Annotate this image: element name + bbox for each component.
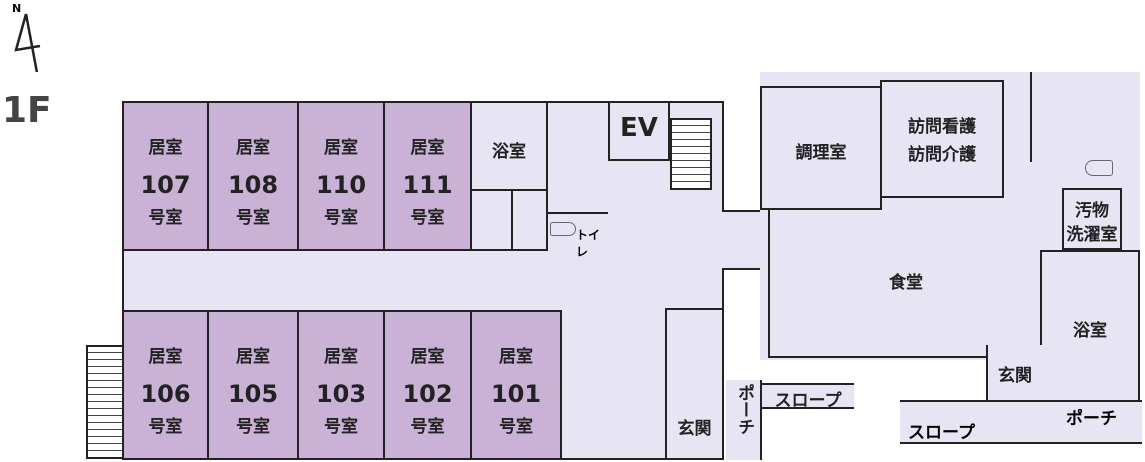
resident-room: 居室 110 号室 — [297, 101, 385, 251]
room-number: 111 — [402, 171, 453, 199]
room-number: 106 — [140, 380, 191, 408]
room-number: 102 — [402, 380, 453, 408]
bath-right: 浴室 — [1040, 250, 1140, 402]
room-suffix: 号室 — [499, 417, 533, 437]
resident-room: 居室 111 号室 — [383, 101, 472, 251]
room-kind: 居室 — [236, 347, 270, 367]
slope-porch-right: スロープ ポーチ — [900, 400, 1142, 444]
room-suffix: 号室 — [410, 417, 445, 437]
top-right-room — [1030, 72, 1115, 162]
room-suffix: 号室 — [236, 208, 270, 228]
room-number: 110 — [315, 171, 367, 199]
room-suffix: 号室 — [148, 417, 183, 437]
toilet-area: トイレ — [548, 212, 608, 259]
porch-right-label: ポーチ — [1066, 409, 1117, 429]
room-number: 103 — [315, 380, 367, 408]
dining-hall: 食堂 — [768, 210, 1042, 358]
slope-left: スロープ — [762, 383, 854, 411]
room-suffix: 号室 — [148, 208, 183, 228]
toilet-label: トイレ — [576, 228, 601, 259]
room-number: 108 — [227, 171, 279, 199]
room-kind: 居室 — [410, 347, 445, 367]
north-arrow-icon — [14, 13, 41, 72]
bath-stall — [511, 189, 548, 251]
resident-room: 居室 107 号室 — [122, 101, 209, 251]
kitchen: 調理室 — [760, 86, 882, 210]
bath-stall — [470, 189, 513, 251]
bath-left: 浴室 — [470, 101, 548, 191]
stairs-icon — [670, 118, 712, 190]
room-suffix: 号室 — [324, 417, 358, 437]
resident-room: 居室 108 号室 — [207, 101, 299, 251]
entrance-right: 玄関 — [986, 345, 1042, 402]
room-kind: 居室 — [324, 138, 358, 158]
stairs-icon — [86, 345, 124, 459]
slope-right-label: スロープ — [908, 423, 975, 443]
resident-room: 居室 103 号室 — [297, 310, 385, 460]
entrance-left: 玄関 — [665, 308, 724, 460]
room-number: 105 — [227, 380, 279, 408]
room-suffix: 号室 — [410, 208, 445, 228]
room-kind: 居室 — [499, 347, 533, 367]
room-suffix: 号室 — [324, 208, 358, 228]
home-care-office: 訪問看護訪問介護 — [880, 80, 1004, 198]
porch-left: ポーチ — [726, 380, 762, 460]
room-kind: 居室 — [148, 347, 183, 367]
room-kind: 居室 — [236, 138, 270, 158]
resident-room: 居室 106 号室 — [122, 310, 209, 460]
room-kind: 居室 — [410, 138, 445, 158]
toilet-icon — [550, 222, 576, 236]
soiled-laundry-room: 汚物洗濯室 — [1062, 188, 1122, 250]
room-number: 101 — [490, 380, 542, 408]
room-suffix: 号室 — [236, 417, 270, 437]
toilet-icon — [1085, 160, 1113, 176]
resident-room: 居室 105 号室 — [207, 310, 299, 460]
elevator: EV — [608, 101, 670, 161]
north-label: N — [12, 2, 22, 15]
resident-room: 居室 102 号室 — [383, 310, 472, 460]
room-number: 107 — [140, 171, 191, 199]
room-kind: 居室 — [324, 347, 358, 367]
room-kind: 居室 — [148, 138, 183, 158]
floor-label: 1F — [2, 90, 52, 131]
resident-room: 居室 101 号室 — [470, 310, 562, 460]
